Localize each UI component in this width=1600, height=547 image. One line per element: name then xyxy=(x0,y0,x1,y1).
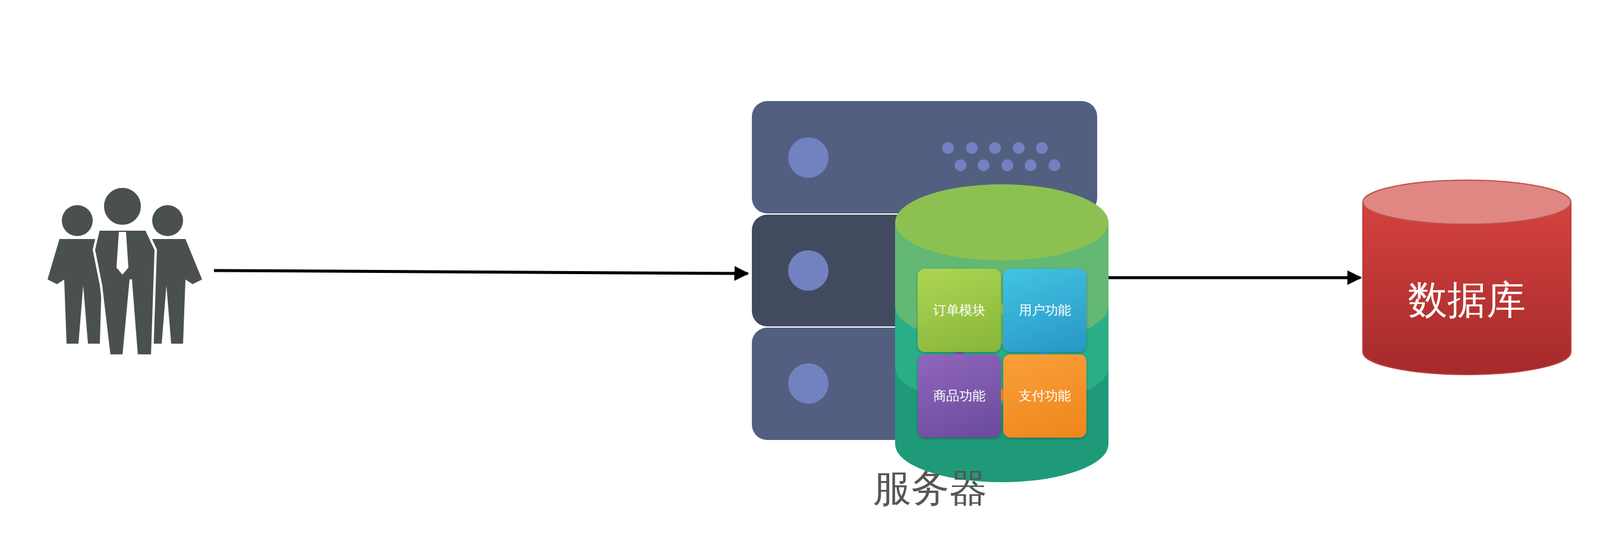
server-node: 服务器 订单模块 用户功能商品功能 支付功能 xyxy=(751,101,1109,518)
cylinder-top xyxy=(895,184,1109,261)
module-cylinder xyxy=(895,184,1109,483)
vent-dot xyxy=(1035,142,1048,154)
puzzle-tab xyxy=(950,337,968,355)
vent-dot xyxy=(989,142,1001,154)
puzzle-tab xyxy=(987,386,1005,403)
module-piece: 用户功能 xyxy=(1003,268,1087,352)
server-light xyxy=(788,363,829,404)
server-rack xyxy=(751,101,1098,440)
node-label: 支付功能 xyxy=(1018,386,1072,405)
database-cylinder: 数据库 xyxy=(1362,179,1572,376)
person-head xyxy=(102,186,143,226)
server-light xyxy=(788,137,829,178)
puzzle-tab xyxy=(1036,350,1054,368)
puzzle-tab xyxy=(1000,300,1017,318)
module-piece: 订单模块 xyxy=(917,268,1001,352)
person-tie xyxy=(116,231,129,275)
node-label: 用户功能 xyxy=(1018,301,1072,320)
vent-dot xyxy=(965,142,978,154)
vent-dot xyxy=(1012,142,1025,154)
people-icon xyxy=(47,186,203,356)
vent-dot xyxy=(1001,159,1014,172)
node-label: 订单模块 xyxy=(933,301,986,320)
vent-dot xyxy=(942,142,954,154)
person-head xyxy=(61,205,93,236)
person-body xyxy=(93,229,156,356)
cylinder-band xyxy=(895,222,1109,483)
node-label: 商品功能 xyxy=(933,386,986,405)
module-piece: 商品功能 xyxy=(917,354,1001,438)
node-label: 数据库 xyxy=(1362,224,1572,376)
vent-dot xyxy=(954,159,967,172)
person-head xyxy=(152,205,184,236)
server-light xyxy=(788,250,829,291)
server-vents xyxy=(942,142,1061,172)
vent-dot xyxy=(1024,159,1037,172)
vent-dot xyxy=(1048,159,1061,172)
database-top xyxy=(1362,180,1571,225)
flow-arrow xyxy=(1108,276,1361,280)
request-arrow xyxy=(213,270,748,274)
module-piece: 支付功能 xyxy=(1003,354,1087,438)
node-caption: 服务器 xyxy=(751,465,1109,512)
vent-dot xyxy=(977,159,990,172)
